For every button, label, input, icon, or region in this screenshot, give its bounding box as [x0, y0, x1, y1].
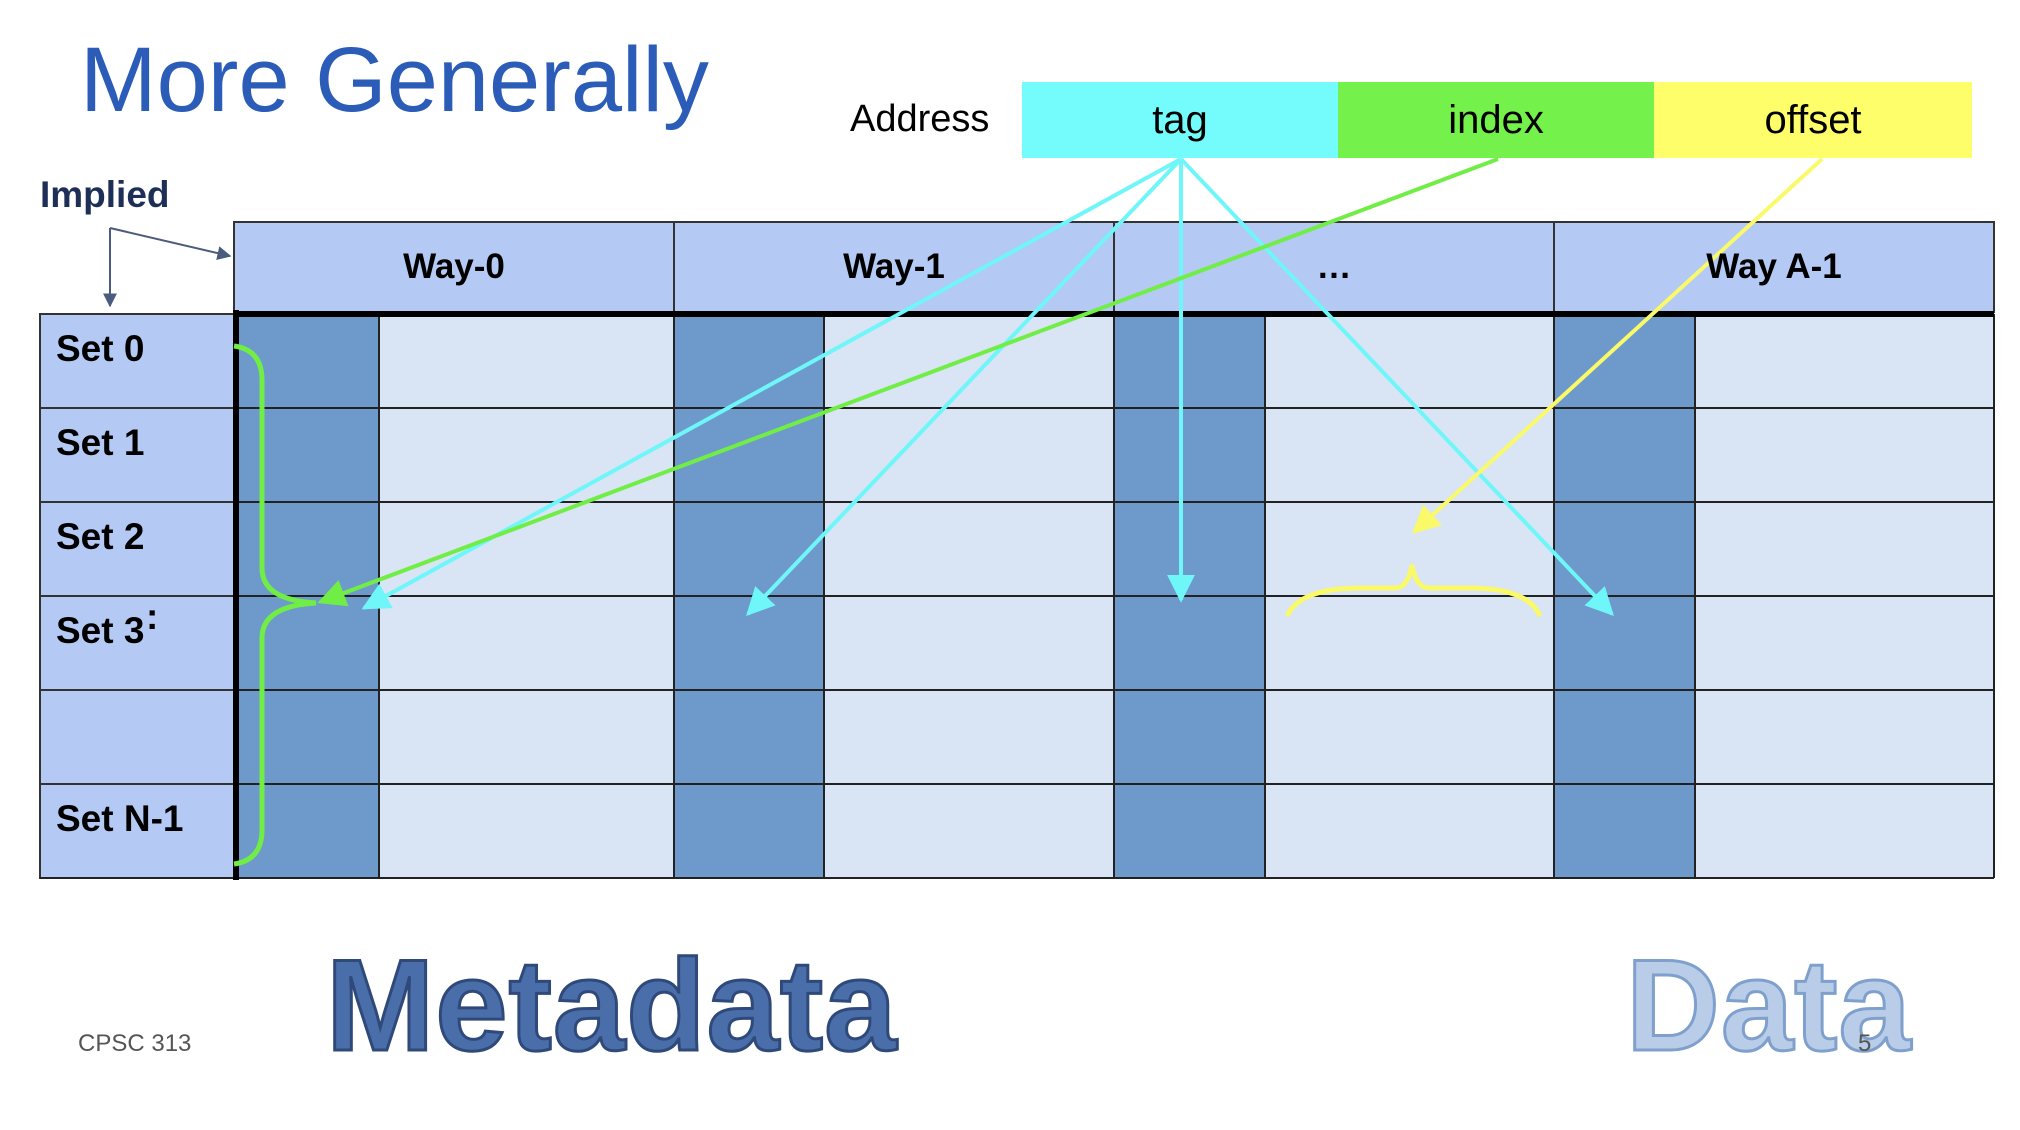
grid-lines	[40, 314, 1995, 879]
set-continuation-dots: :	[146, 596, 159, 637]
implied-arrows	[103, 227, 232, 308]
way-header-1: Way-1	[843, 247, 945, 286]
index-arrow	[317, 157, 1499, 607]
slide-title: More Generally	[80, 29, 709, 131]
set-label-0: Set 0	[56, 328, 145, 369]
implied-label: Implied	[40, 174, 170, 215]
address-offset-field: offset	[1654, 82, 1972, 158]
way-header-ellipsis: …	[1316, 247, 1352, 286]
set-label-2: Set 2	[56, 516, 145, 557]
offset-brace-yellow	[1284, 564, 1543, 618]
set-label-last: Set N-1	[56, 798, 184, 839]
set-label-3: Set 3	[56, 610, 145, 651]
offset-arrow	[1411, 157, 1824, 534]
page-number: 5	[1858, 1030, 1872, 1057]
metadata-label: Metadata	[324, 931, 898, 1080]
address-tag-field: tag	[1022, 82, 1338, 158]
footer-course: CPSC 313	[78, 1030, 192, 1057]
address-label: Address	[850, 98, 990, 140]
data-label: Data	[1625, 931, 1913, 1080]
way-header-last: Way A-1	[1706, 247, 1842, 286]
set-label-column	[39, 313, 235, 879]
set-brace-green	[233, 343, 317, 867]
set-label-1: Set 1	[56, 422, 145, 463]
way-header-0: Way-0	[403, 247, 505, 286]
address-index-field: index	[1338, 82, 1654, 158]
